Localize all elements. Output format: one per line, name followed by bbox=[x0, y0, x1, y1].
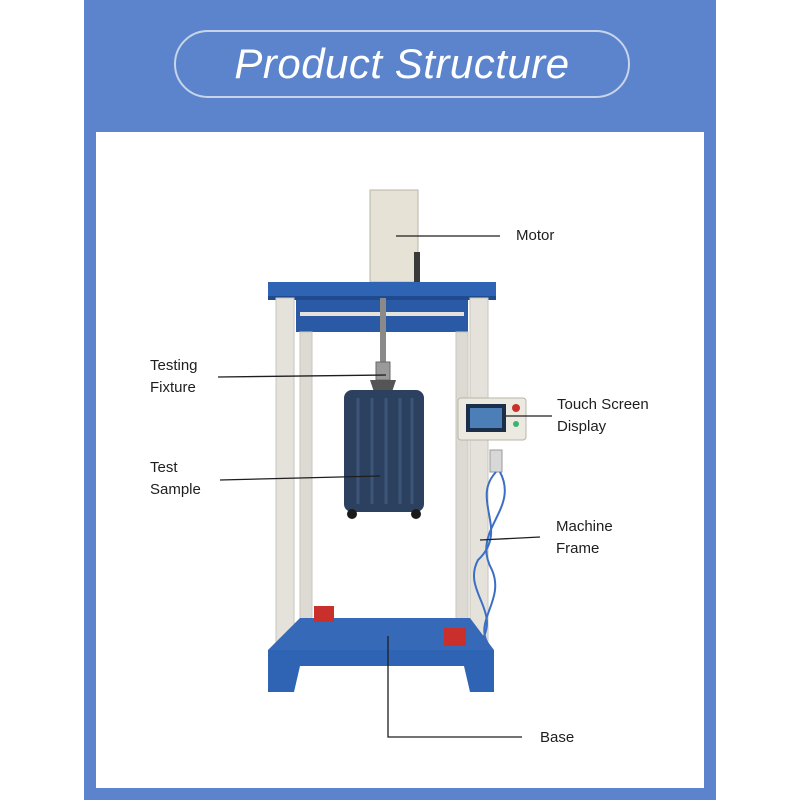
base-leader bbox=[387, 636, 522, 738]
foot-pedal-right bbox=[444, 628, 466, 646]
label-touch-screen-display: Touch Screen Display bbox=[557, 396, 649, 435]
top-beam bbox=[268, 282, 496, 298]
page-title: Product Structure bbox=[234, 40, 570, 87]
touch-screen-display bbox=[470, 408, 502, 428]
base-platform bbox=[268, 618, 494, 650]
label-motor: Motor bbox=[516, 227, 555, 244]
rear-right-post bbox=[455, 331, 469, 621]
label-testing-fixture: Testing Fixture bbox=[150, 357, 198, 396]
foot-pedal-left bbox=[314, 606, 334, 622]
motor-side-cable bbox=[414, 252, 420, 282]
air-hose-2 bbox=[483, 471, 506, 645]
test-sample-leader bbox=[219, 475, 381, 481]
title-banner: Product Structure bbox=[174, 30, 630, 98]
label-test-sample: Test Sample bbox=[150, 459, 201, 498]
testing-fixture-leader bbox=[217, 374, 387, 378]
suitcase-wheel-left bbox=[347, 509, 357, 519]
rear-left-post bbox=[299, 331, 313, 621]
fixture-hook bbox=[370, 380, 396, 392]
machine-frame-leader bbox=[479, 536, 541, 541]
lifting-rod bbox=[380, 298, 386, 362]
air-hose-1 bbox=[472, 471, 497, 641]
suitcase-wheel-right bbox=[411, 509, 421, 519]
leader-lines bbox=[217, 235, 552, 738]
label-machine-frame: Machine Frame bbox=[556, 518, 613, 557]
air-regulator bbox=[489, 449, 503, 473]
suitcase-ribs bbox=[356, 398, 414, 504]
label-base: Base bbox=[540, 729, 575, 746]
power-indicator-icon bbox=[513, 421, 519, 427]
suitcase-body bbox=[344, 390, 424, 512]
emergency-stop-icon bbox=[512, 404, 520, 412]
base-cutout bbox=[294, 666, 470, 692]
front-left-post bbox=[275, 297, 295, 651]
testing-fixture-clamp bbox=[375, 361, 391, 381]
